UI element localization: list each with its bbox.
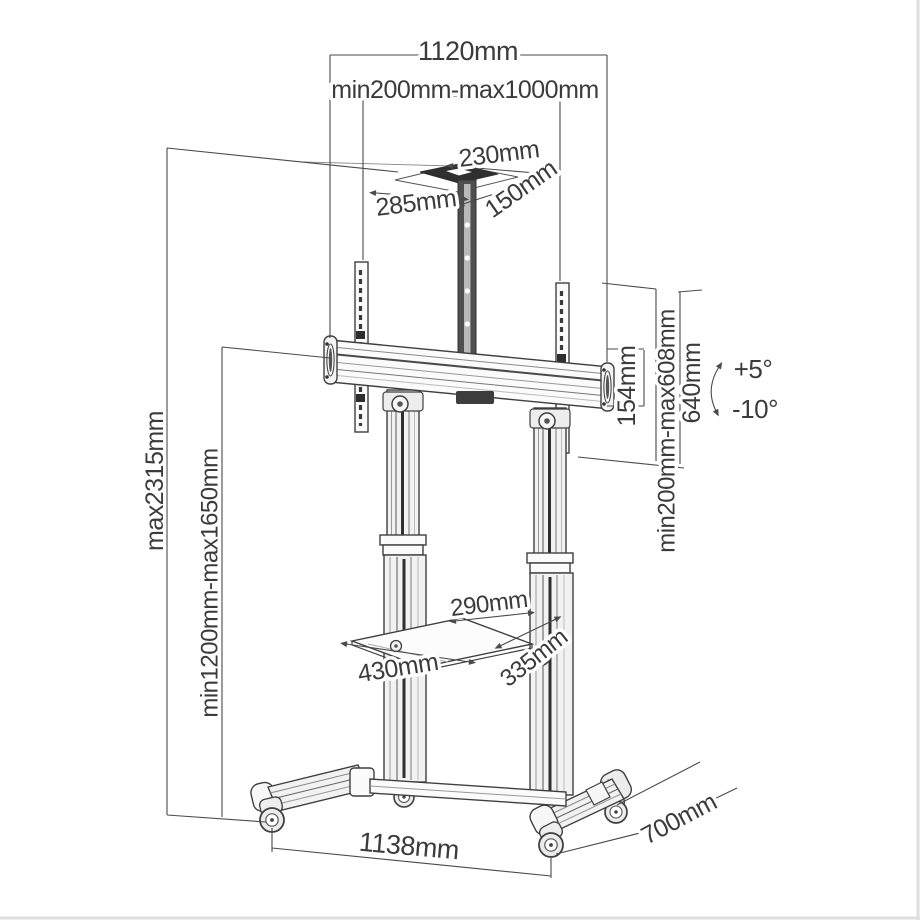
pole-hole xyxy=(464,222,470,228)
dim-plate-depth-line xyxy=(446,163,542,176)
label-tilt-up: +5° xyxy=(734,354,773,384)
label-shelf-width: 430mm xyxy=(356,648,440,688)
upright-column-left xyxy=(379,389,427,783)
dimension-labels: 1120mm min200mm-max1000mm 230mm 285mm 15… xyxy=(138,33,782,869)
dim-vesa-width-lines xyxy=(362,95,561,281)
label-base-depth: 700mm xyxy=(637,788,722,851)
pole-clamp xyxy=(456,391,494,404)
dim-plate-side-line xyxy=(457,181,531,207)
pole-hole xyxy=(464,321,470,327)
label-base-width: 1138mm xyxy=(358,827,460,866)
column-bracket-right xyxy=(529,408,571,430)
label-shelf-depth: 290mm xyxy=(449,586,529,622)
leg-collar xyxy=(585,781,611,806)
dim-height-range-lines xyxy=(221,346,331,817)
dim-bracket-span-lines xyxy=(677,289,703,464)
dim-crossbar-height-lines xyxy=(607,348,645,407)
label-vesa-height-range: min200mm-max608mm xyxy=(654,309,681,553)
plate-reference-line xyxy=(302,161,454,167)
dim-shelf-depth-line xyxy=(449,610,535,624)
label-bracket-span: 640mm xyxy=(678,343,706,424)
dim-shelf-width-line xyxy=(340,641,476,665)
stand-structure xyxy=(250,161,632,858)
tilt-arc xyxy=(710,361,723,417)
label-tilt-down: -10° xyxy=(732,394,778,424)
dim-total-width-lines xyxy=(329,54,608,362)
label-top-plate-width: 285mm xyxy=(374,184,458,222)
tv-crossbar xyxy=(323,335,615,412)
dim-vesa-height-lines xyxy=(577,282,685,469)
dimension-lines xyxy=(166,54,738,878)
label-total-width: 1120mm xyxy=(418,36,518,66)
upright-column-right xyxy=(526,407,574,796)
label-max-height: max2315mm xyxy=(141,411,169,551)
column-collar-right xyxy=(526,552,574,564)
dim-base-depth-lines xyxy=(555,761,738,855)
label-crossbar-height: 154mm xyxy=(613,346,641,427)
label-screen-height-range: min1200mm-max1650mm xyxy=(197,448,224,717)
dim-shelf-side-line xyxy=(494,616,562,649)
dim-plate-width-line xyxy=(369,190,469,202)
column-collar-left xyxy=(379,534,427,546)
column-bracket-left xyxy=(382,391,424,413)
caster-front-right xyxy=(538,821,564,858)
dim-max-height-lines xyxy=(166,147,399,823)
pole-hole xyxy=(464,288,470,294)
dim-base-width-lines xyxy=(271,828,552,878)
caster-front-left xyxy=(259,796,285,833)
label-vesa-width-range: min200mm-max1000mm xyxy=(331,76,598,104)
pole-hole xyxy=(464,255,470,261)
base-cross-brace xyxy=(369,778,567,807)
